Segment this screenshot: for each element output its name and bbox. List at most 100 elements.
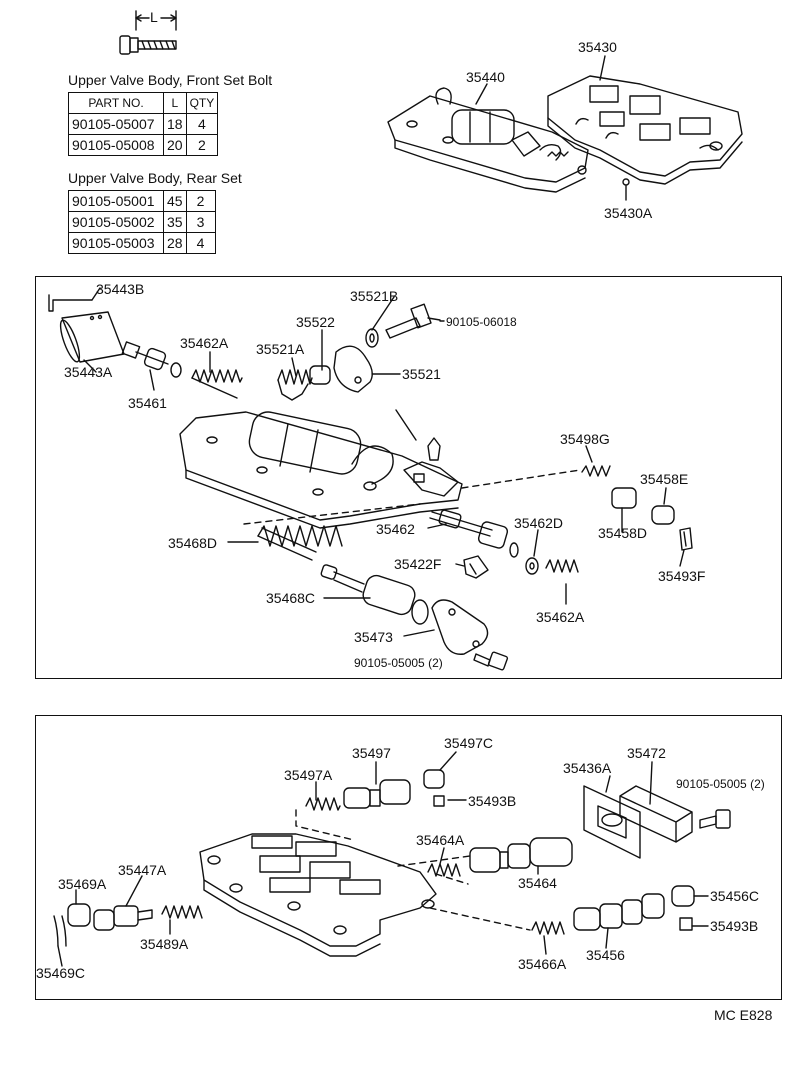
- front-set-bolt-title: Upper Valve Body, Front Set Bolt: [68, 72, 273, 88]
- qty-value: 4: [185, 232, 216, 254]
- label-35462: 35462: [376, 521, 415, 537]
- label-35430: 35430: [578, 39, 617, 55]
- spring-35521A: [277, 369, 313, 385]
- bolt-length-label: L: [150, 9, 158, 25]
- label-35468D: 35468D: [168, 535, 218, 551]
- label-35468C: 35468C: [266, 590, 316, 606]
- label-35522: 35522: [296, 314, 335, 330]
- length-value: 45: [163, 190, 187, 212]
- valve-body-middle: [179, 409, 463, 529]
- bolt-90105-05005-bottom: [699, 809, 731, 829]
- label-35469A: 35469A: [58, 876, 107, 892]
- front-set-bolt-table: PART NO. L QTY 90105-05007 18 4 90105-05…: [68, 92, 219, 156]
- label-35493B-lower: 35493B: [710, 918, 759, 934]
- valve-35497: [343, 779, 411, 809]
- pin-35443B: [48, 294, 93, 312]
- label-35443B: 35443B: [96, 281, 145, 297]
- label-90105-06018: 90105-06018: [446, 315, 517, 329]
- label-90105-05005-middle: 90105-05005 (2): [354, 656, 443, 670]
- label-35443A: 35443A: [64, 364, 113, 380]
- label-35493B-upper: 35493B: [468, 793, 517, 809]
- clip-35493F: [679, 527, 693, 551]
- qty-value: 3: [185, 211, 216, 233]
- bolt-90105-06018: [385, 303, 441, 339]
- header-part-no: PART NO.: [68, 92, 164, 114]
- valve-35462: [429, 509, 519, 558]
- label-35464: 35464: [518, 875, 557, 891]
- spring-35498G: [581, 465, 611, 477]
- spring-35468D: [257, 525, 343, 561]
- label-35430A: 35430A: [604, 205, 653, 221]
- qty-value: 2: [185, 190, 216, 212]
- spring-35489A: [161, 905, 203, 919]
- label-35473: 35473: [354, 629, 393, 645]
- label-35497: 35497: [352, 745, 391, 761]
- leader-lines-bottom: [57, 751, 709, 967]
- washer-35462D: [525, 557, 539, 575]
- clip-35469C: [53, 915, 67, 947]
- rear-set-bolt-table: 90105-05001 45 2 90105-05002 35 3 90105-…: [68, 190, 216, 254]
- frame-middle-assembly: [35, 276, 782, 679]
- diagram-code: MC E828: [714, 1007, 773, 1023]
- label-35497A: 35497A: [284, 767, 333, 783]
- part-number: 90105-05002: [68, 211, 164, 233]
- check-ball-35430A: [622, 178, 630, 186]
- spring-35464A: [427, 863, 461, 877]
- length-value: 35: [163, 211, 187, 233]
- label-35472: 35472: [627, 745, 666, 761]
- label-35521A: 35521A: [256, 341, 305, 357]
- spring-35462A-lower: [545, 559, 579, 573]
- label-35498G: 35498G: [560, 431, 610, 447]
- plug-35458E: [651, 505, 675, 525]
- clip-35493B-bottom: [679, 917, 693, 931]
- clip-35422F: [463, 555, 489, 579]
- table-header-row: PART NO. L QTY: [68, 92, 219, 114]
- part-number: 90105-05007: [68, 113, 164, 135]
- length-value: 18: [163, 113, 187, 135]
- qty-value: 4: [185, 113, 219, 135]
- label-35458D: 35458D: [598, 525, 648, 541]
- plug-35522: [309, 365, 331, 385]
- header-qty: QTY: [185, 92, 219, 114]
- spring-35462A: [191, 369, 243, 399]
- table-row: 90105-05008 20 2: [68, 134, 219, 156]
- valve-35464: [469, 837, 573, 873]
- spring-35466A: [531, 921, 565, 935]
- plug-35497C: [423, 769, 445, 789]
- table-row: 90105-05003 28 4: [68, 232, 216, 254]
- label-35462A-lower: 35462A: [536, 609, 585, 625]
- guide-lines-middle: [243, 469, 581, 525]
- label-35497C: 35497C: [444, 735, 494, 751]
- length-value: 28: [163, 232, 187, 254]
- valve-body-bottom: [199, 833, 437, 957]
- label-90105-05005-lower: 90105-05005 (2): [676, 777, 765, 791]
- label-35440: 35440: [466, 69, 505, 85]
- table-row: 90105-05001 45 2: [68, 190, 216, 212]
- part-number: 90105-05003: [68, 232, 164, 254]
- plate-35473: [431, 599, 489, 655]
- length-value: 20: [163, 134, 187, 156]
- header-length: L: [163, 92, 187, 114]
- leader-lines-middle: [91, 287, 685, 637]
- label-35456: 35456: [586, 947, 625, 963]
- bolt-90105-05005-middle: [473, 651, 509, 671]
- label-35464A: 35464A: [416, 832, 465, 848]
- guide-lines-bottom: [295, 809, 531, 931]
- label-35521: 35521: [402, 366, 441, 382]
- clip-35493B-top: [433, 795, 445, 807]
- part-number: 90105-05008: [68, 134, 164, 156]
- spring-35497A: [305, 797, 341, 811]
- plug-35458D: [611, 487, 637, 509]
- label-35469C: 35469C: [36, 965, 86, 981]
- table-row: 90105-05007 18 4: [68, 113, 219, 135]
- qty-value: 2: [185, 134, 219, 156]
- rear-set-bolt-title: Upper Valve Body, Rear Set: [68, 170, 242, 186]
- label-35462D: 35462D: [514, 515, 564, 531]
- valve-35468C: [320, 564, 429, 625]
- valve-body-35430: [547, 75, 743, 185]
- label-35493F: 35493F: [658, 568, 706, 584]
- plug-35469A: [67, 903, 91, 927]
- label-35436A: 35436A: [563, 760, 612, 776]
